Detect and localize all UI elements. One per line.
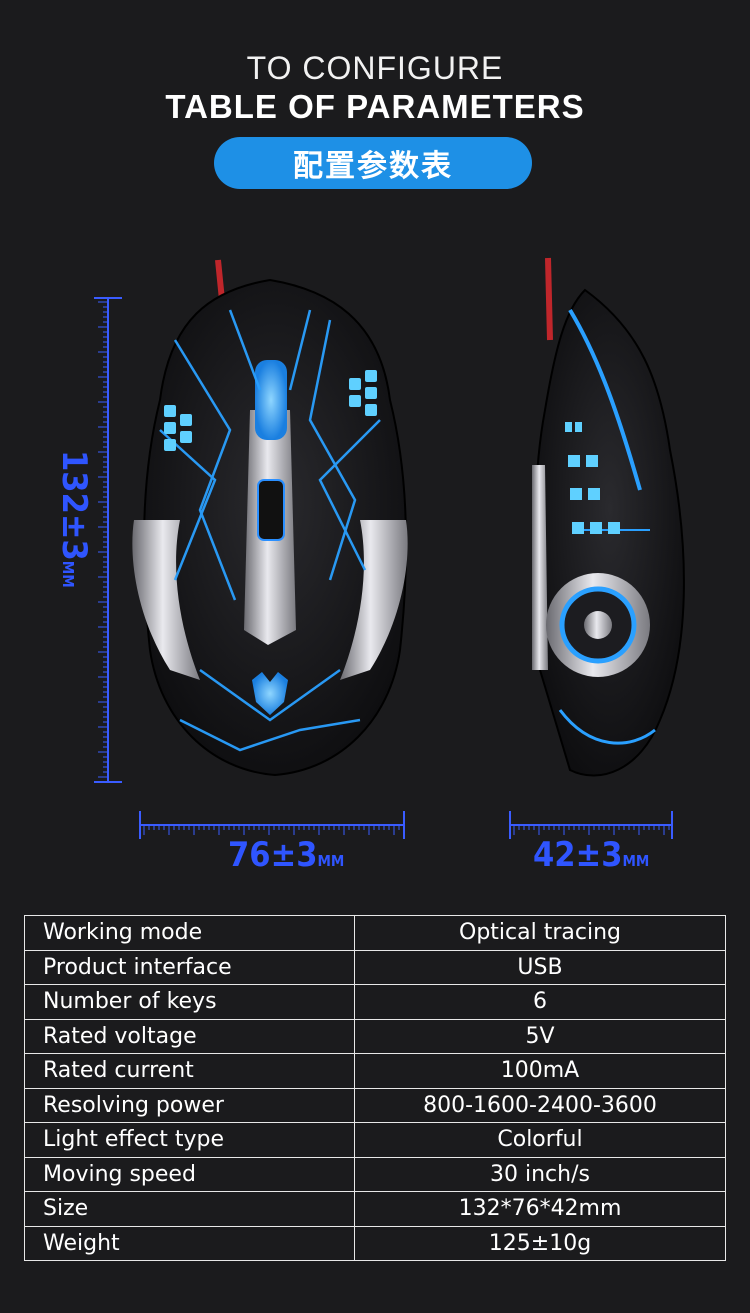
parameter-value: USB bbox=[354, 949, 726, 985]
depth-ruler bbox=[509, 811, 673, 839]
mouse-dimension-illustration bbox=[94, 257, 685, 839]
parameter-label: Resolving power bbox=[24, 1087, 355, 1123]
parameter-label: Size bbox=[24, 1191, 355, 1227]
parameter-value: 100mA bbox=[354, 1053, 726, 1089]
height-dimension-label: 132±3MM bbox=[54, 450, 94, 588]
product-figure: 132±3MM 76±3MM 42±3MM bbox=[0, 250, 750, 890]
parameter-label: Product interface bbox=[24, 949, 355, 985]
height-ruler bbox=[94, 297, 122, 783]
depth-dimension-value: 42±3 bbox=[533, 835, 623, 875]
parameter-value: 6 bbox=[354, 984, 726, 1020]
width-ruler bbox=[139, 811, 405, 839]
parameter-label: Weight bbox=[24, 1225, 355, 1261]
parameter-value: Optical tracing bbox=[354, 915, 726, 951]
parameter-label: Rated voltage bbox=[24, 1018, 355, 1054]
parameter-label: Working mode bbox=[24, 915, 355, 951]
title-line-2: TABLE OF PARAMETERS bbox=[165, 88, 585, 125]
height-dimension-unit: MM bbox=[59, 560, 77, 588]
width-dimension-label: 76±3MM bbox=[228, 835, 344, 875]
section-badge: 配置参数表 bbox=[214, 137, 532, 189]
section-badge-label: 配置参数表 bbox=[293, 149, 453, 184]
width-dimension-unit: MM bbox=[317, 852, 345, 870]
depth-dimension-unit: MM bbox=[622, 852, 650, 870]
title-line-1: TO CONFIGURE bbox=[246, 50, 504, 86]
parameter-label: Light effect type bbox=[24, 1122, 355, 1158]
parameter-label: Number of keys bbox=[24, 984, 355, 1020]
height-dimension-value: 132±3 bbox=[54, 450, 94, 561]
parameter-label: Moving speed bbox=[24, 1156, 355, 1192]
mouse-side-view bbox=[532, 257, 685, 777]
parameter-value: 132*76*42mm bbox=[354, 1191, 726, 1227]
parameter-value: 125±10g bbox=[354, 1225, 726, 1261]
depth-dimension-label: 42±3MM bbox=[533, 835, 649, 875]
parameter-label: Rated current bbox=[24, 1053, 355, 1089]
mouse-top-view bbox=[132, 259, 408, 777]
width-dimension-value: 76±3 bbox=[228, 835, 318, 875]
parameter-value: 800-1600-2400-3600 bbox=[354, 1087, 726, 1123]
parameter-value: 5V bbox=[354, 1018, 726, 1054]
parameter-value: Colorful bbox=[354, 1122, 726, 1158]
parameter-value: 30 inch/s bbox=[354, 1156, 726, 1192]
